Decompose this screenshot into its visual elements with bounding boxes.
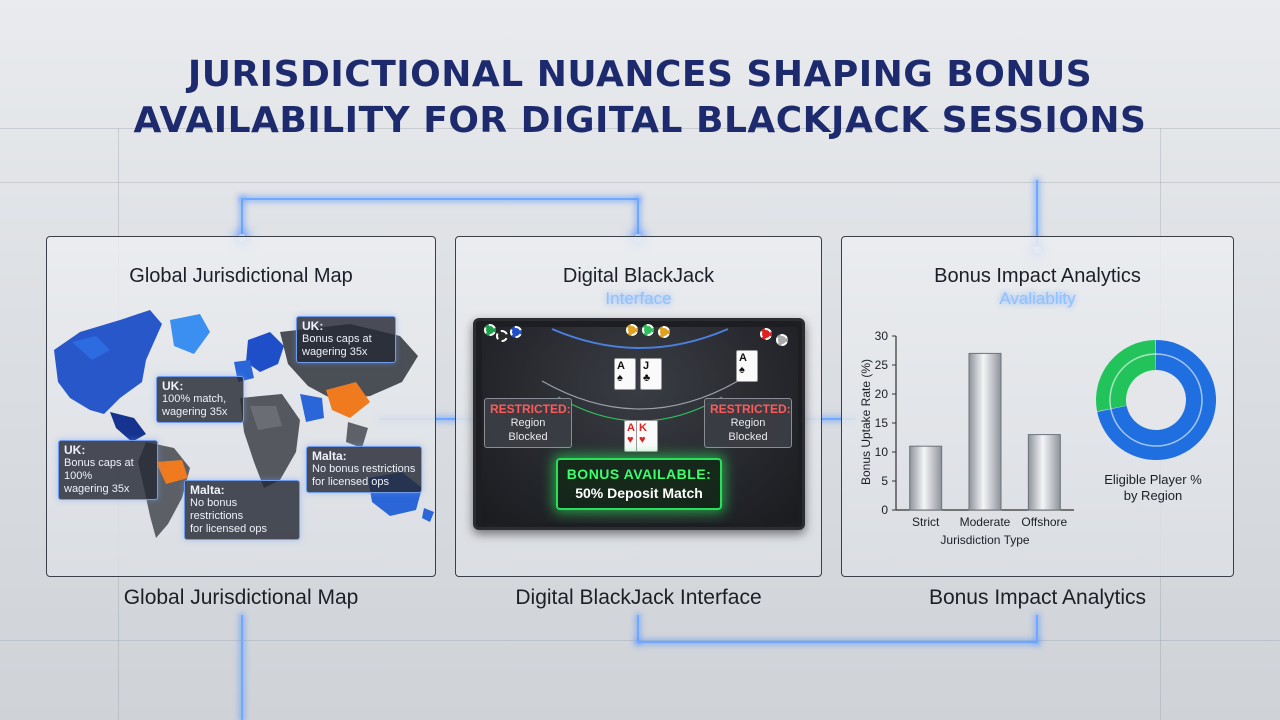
north-africa-region <box>250 406 282 430</box>
chip-icon <box>484 324 496 336</box>
new-zealand-shape <box>422 508 434 522</box>
background-gridline <box>0 128 1280 129</box>
china-region <box>326 382 370 418</box>
donut-hole <box>1127 371 1185 429</box>
connector-line <box>241 615 243 720</box>
bonus-available-button[interactable]: BONUS AVAILABLE: 50% Deposit Match <box>556 458 722 510</box>
connector-line <box>805 418 855 420</box>
donut-ring <box>1109 353 1203 447</box>
connector-line <box>241 198 639 200</box>
callout-text: restrictions <box>190 510 244 522</box>
y-tick-label: 10 <box>875 445 889 459</box>
blackjack-panel-subtitle: Interface <box>605 289 672 308</box>
map-callout-uk-1[interactable]: UK: Bonus caps at wagering 35x <box>296 316 396 363</box>
callout-text: for licensed ops <box>190 523 268 535</box>
connector-line <box>1036 180 1038 250</box>
bonus-offer: 50% Deposit Match <box>575 485 703 501</box>
bar-moderate <box>968 352 1002 511</box>
connector-line <box>637 641 1038 643</box>
connector-line <box>1036 615 1038 643</box>
bar-strict <box>909 445 943 511</box>
map-panel-title: Global Jurisdictional Map <box>129 265 353 287</box>
bar-offshore <box>1027 434 1061 511</box>
x-tick-label: Strict <box>912 515 940 529</box>
middle-east-region <box>300 394 324 422</box>
background-gridline <box>0 640 1280 641</box>
map-callout-malta-2[interactable]: Malta: No bonus restrictions for license… <box>184 480 300 540</box>
y-tick-label: 0 <box>881 503 888 517</box>
y-tick-label: 25 <box>875 358 889 372</box>
card-ace-spades-icon: A♠ <box>614 358 636 390</box>
callout-region: Malta: <box>190 483 225 497</box>
callout-text: Bonus caps at <box>302 333 372 345</box>
connector-line <box>637 198 639 238</box>
chip-icon <box>626 324 638 336</box>
map-callout-malta-1[interactable]: Malta: No bonus restrictions for license… <box>306 446 422 493</box>
map-caption: Global Jurisdictional Map <box>123 586 359 609</box>
europe-shape <box>246 332 284 372</box>
callout-text: Bonus caps at 100% <box>64 457 134 482</box>
map-callout-uk-3[interactable]: UK: Bonus caps at 100% wagering 35x <box>58 440 158 500</box>
y-tick-label: 15 <box>875 416 889 430</box>
connector-line <box>637 615 639 643</box>
donut-chart <box>1096 340 1216 460</box>
chip-icon <box>642 324 654 336</box>
y-tick-label: 20 <box>875 387 889 401</box>
callout-region: UK: <box>162 379 184 393</box>
callout-region: Malta: <box>312 449 347 463</box>
bar-chart: 0 5 10 15 20 25 30 Strict Moderate Offshore Juri… <box>859 329 1074 547</box>
callout-text: wagering 35x <box>64 483 130 495</box>
title-line-2: AVAILABILITY FOR DIGITAL BLACKJACK SESSI… <box>133 100 1147 141</box>
analytics-panel-title: Bonus Impact Analytics <box>934 265 1141 287</box>
blackjack-caption: Digital BlackJack Interface <box>515 586 762 609</box>
restricted-badge-right: RESTRICTED: Region Blocked <box>704 398 792 448</box>
y-axis-label: Bonus Uptake Rate (%) <box>859 359 873 485</box>
background-gridline <box>0 182 1280 183</box>
callout-text: wagering 35x <box>162 406 228 418</box>
callout-text: wagering 35x <box>302 346 368 358</box>
callout-text: No bonus restrictions <box>312 463 416 475</box>
y-tick-label: 5 <box>881 474 888 488</box>
callout-region: UK: <box>302 319 324 333</box>
callout-text: No bonus <box>190 497 238 509</box>
restricted-badge-left: RESTRICTED: Region Blocked <box>484 398 572 448</box>
x-tick-label: Moderate <box>960 515 1011 529</box>
central-america-shape <box>110 412 146 442</box>
bonus-heading: BONUS AVAILABLE: <box>566 466 712 482</box>
x-tick-label: Offshore <box>1021 515 1067 529</box>
y-tick-label: 30 <box>875 329 889 343</box>
map-callout-uk-2[interactable]: UK: 100% match, wagering 35x <box>156 376 244 423</box>
x-axis-label: Jurisdiction Type <box>940 533 1029 547</box>
connector-line <box>241 198 243 238</box>
donut-slice <box>1097 340 1216 460</box>
chip-icon <box>658 326 670 338</box>
card-ace-spades-icon: A♠ <box>736 350 758 382</box>
callout-text: for licensed ops <box>312 476 390 488</box>
southeast-asia-region <box>346 422 368 448</box>
chip-icon <box>496 330 508 342</box>
callout-region: UK: <box>64 443 86 457</box>
title-line-1: JURISDICTIONAL NUANCES SHAPING BONUS <box>187 54 1093 95</box>
blackjack-panel-title: Digital BlackJack <box>562 265 715 287</box>
chip-icon <box>760 328 772 340</box>
page-title: JURISDICTIONAL NUANCES SHAPING BONUS AVA… <box>0 52 1280 144</box>
callout-text: 100% match, <box>162 393 227 405</box>
canada-region <box>72 336 110 360</box>
analytics-panel-subtitle: Avaliablity <box>999 289 1076 308</box>
card-heart-icon: K♥ <box>636 420 658 452</box>
north-america-shape <box>54 310 162 414</box>
greenland-shape <box>170 314 210 354</box>
donut-label-line-1: Eligible Player % <box>1104 472 1202 487</box>
chip-icon <box>510 326 522 338</box>
donut-label: Eligible Player % by Region <box>1086 472 1220 504</box>
analytics-caption: Bonus Impact Analytics <box>928 586 1147 609</box>
chip-icon <box>776 334 788 346</box>
donut-label-line-2: by Region <box>1123 488 1183 503</box>
card-jack-icon: J♣ <box>640 358 662 390</box>
brazil-region <box>156 460 188 484</box>
